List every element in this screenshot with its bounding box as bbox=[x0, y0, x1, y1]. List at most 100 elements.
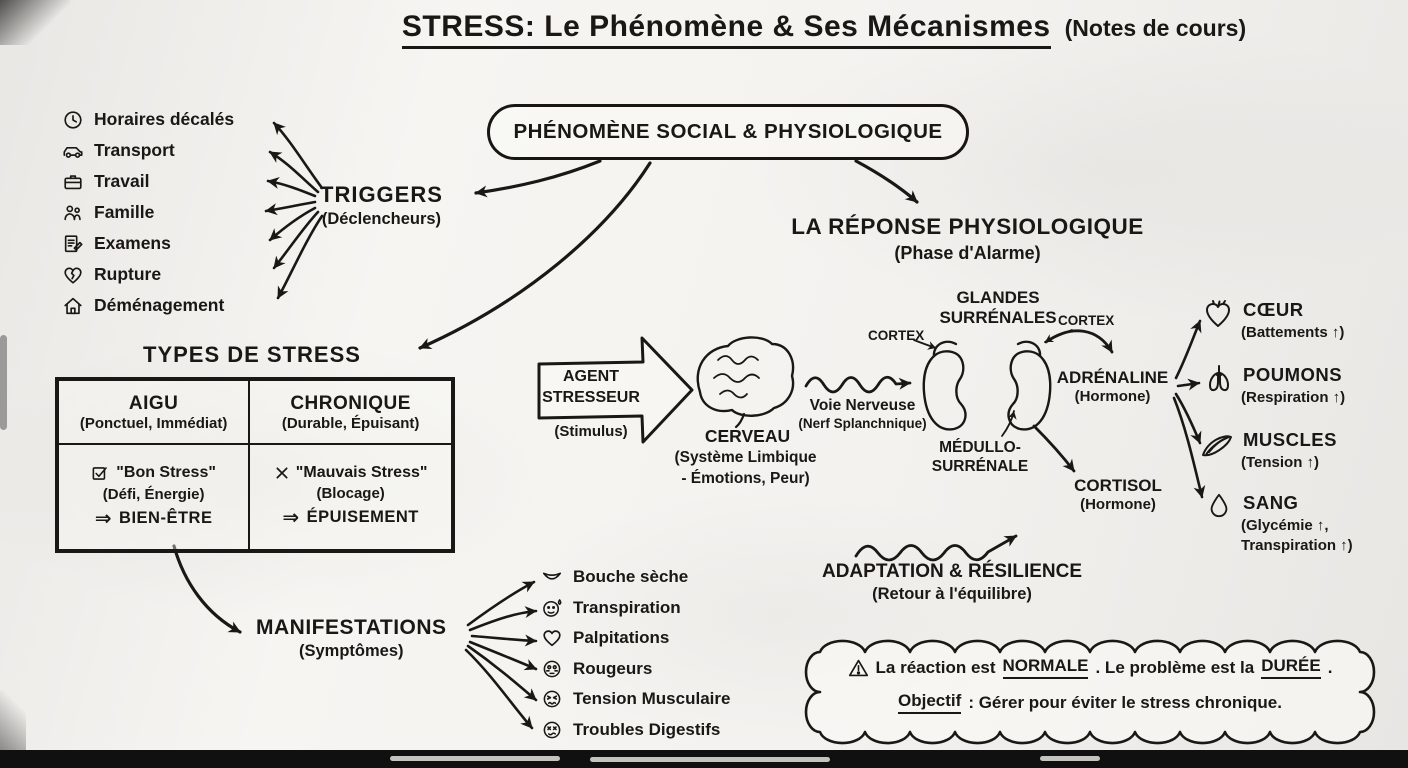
table-header-subtext: (Ponctuel, Immédiat) bbox=[79, 414, 228, 432]
triggers-subtitle: (Déclencheurs) bbox=[321, 210, 442, 228]
tray-marker-segment bbox=[1040, 756, 1100, 761]
list-item: Horaires décalés bbox=[62, 104, 234, 135]
triggers-fan-arrows bbox=[264, 121, 324, 300]
table-header-text: AIGU bbox=[128, 392, 179, 414]
list-item: Palpitations bbox=[541, 627, 730, 649]
flushed-face-icon bbox=[541, 658, 563, 680]
table-header-chronique: CHRONIQUE (Durable, Épuisant) bbox=[249, 380, 452, 444]
heart-icon bbox=[541, 627, 563, 649]
note-text-underlined: Objectif bbox=[898, 691, 962, 714]
nerve-pathway-label: Voie Nerveuse (Nerf Splanchnique) bbox=[795, 397, 930, 431]
response-subtitle: (Phase d'Alarme) bbox=[894, 243, 1041, 263]
brain-subline-1: (Système Limbique bbox=[674, 449, 817, 466]
manifestations-fan-arrows bbox=[464, 580, 538, 730]
agent-stressor-sublabel: (Stimulus) bbox=[554, 423, 628, 440]
page-title-suffix: (Notes de cours) bbox=[1064, 15, 1247, 41]
table-to-manifestations-arrow bbox=[172, 544, 242, 634]
adrenal-glands-drawing bbox=[922, 340, 1052, 431]
broken-heart-icon bbox=[62, 264, 84, 286]
triggers-title: TRIGGERS bbox=[320, 182, 443, 207]
organ-heart-sublabel: (Battements ↑) bbox=[1241, 324, 1345, 341]
table-header-aigu: AIGU (Ponctuel, Immédiat) bbox=[58, 380, 250, 444]
organ-blood-label: SANG bbox=[1243, 492, 1299, 513]
triggers-list: Horaires décalés Transport Travail Famil… bbox=[62, 104, 234, 321]
adaptation-subtitle: (Retour à l'équilibre) bbox=[872, 585, 1032, 603]
edge-smudge-left bbox=[0, 335, 7, 430]
brain-label: CERVEAU bbox=[704, 426, 791, 446]
phenomenon-bubble: PHÉNOMÈNE SOCIAL & PHYSIOLOGIQUE bbox=[487, 104, 969, 160]
brain-subline-2: - Émotions, Peur) bbox=[681, 469, 810, 487]
sweat-face-icon bbox=[541, 597, 563, 619]
heart-organ-icon bbox=[1202, 298, 1234, 330]
phenomenon-bubble-label: PHÉNOMÈNE SOCIAL & PHYSIOLOGIQUE bbox=[513, 120, 943, 143]
warning-icon bbox=[848, 658, 869, 678]
cell-outcome-text: ÉPUISEMENT bbox=[306, 508, 419, 526]
medulla-label: MÉDULLO-SURRÉNALE bbox=[931, 439, 1029, 476]
organ-blood-sublabel: (Glycémie ↑, Transpiration ↑) bbox=[1241, 517, 1353, 554]
cell-main-text: "Mauvais Stress" bbox=[295, 464, 428, 481]
list-item: Famille bbox=[62, 197, 234, 228]
cell-main-text: "Bon Stress" bbox=[116, 464, 216, 481]
list-item: Troubles Digestifs bbox=[541, 719, 730, 741]
nerve-label-main: Voie Nerveuse bbox=[809, 397, 916, 414]
table-header-text: CHRONIQUE bbox=[290, 392, 411, 414]
adrenaline-fan-arrows bbox=[1172, 319, 1206, 499]
adrenal-glands-label: GLANDES SURRÉNALES bbox=[939, 288, 1057, 328]
cell-sub-text: (Défi, Énergie) bbox=[102, 485, 205, 503]
symptoms-list: Bouche sèche Transpiration Palpitations … bbox=[541, 566, 730, 741]
cortex-pointer-arrows bbox=[913, 329, 1073, 350]
adrenaline-label-sub: (Hormone) bbox=[1074, 388, 1151, 405]
list-item: Rupture bbox=[62, 259, 234, 290]
brain-sublabel: (Système Limbique - Émotions, Peur) bbox=[648, 448, 843, 490]
organ-muscles-label: MUSCLES bbox=[1243, 429, 1337, 450]
cortex-right-label: CORTEX bbox=[1058, 313, 1115, 328]
trigger-label: Transport bbox=[94, 140, 175, 160]
adaptation-wave-arrow bbox=[854, 534, 1018, 562]
cortex-left-label: CORTEX bbox=[868, 328, 925, 343]
response-heading: LA RÉPONSE PHYSIOLOGIQUE (Phase d'Alarme… bbox=[790, 214, 1145, 264]
list-item: Bouche sèche bbox=[541, 566, 730, 588]
note-text: : Gérer pour éviter le stress chronique. bbox=[968, 692, 1282, 712]
symptom-label: Bouche sèche bbox=[573, 567, 689, 586]
list-item: Transpiration bbox=[541, 597, 730, 619]
trigger-label: Travail bbox=[94, 171, 150, 191]
muscle-icon bbox=[1200, 429, 1234, 463]
mouth-icon bbox=[541, 566, 563, 588]
note-text: . bbox=[1327, 657, 1333, 677]
symptom-label: Tension Musculaire bbox=[573, 689, 731, 708]
table-cell-bon-stress: "Bon Stress" (Défi, Énergie) ⇒ BIEN-ÊTRE bbox=[58, 444, 250, 550]
list-item: Travail bbox=[62, 166, 234, 197]
cortisol-label-main: CORTISOL bbox=[1074, 476, 1162, 495]
manifestations-subtitle: (Symptômes) bbox=[299, 642, 404, 660]
adaptation-heading: ADAPTATION & RÉSILIENCE (Retour à l'équi… bbox=[812, 561, 1092, 604]
exam-icon bbox=[62, 233, 84, 255]
types-title: TYPES DE STRESS bbox=[143, 342, 361, 367]
dizzy-face-icon bbox=[541, 719, 563, 741]
organ-muscles-sublabel: (Tension ↑) bbox=[1241, 454, 1320, 471]
list-item: Déménagement bbox=[62, 290, 234, 321]
adrenaline-label: ADRÉNALINE (Hormone) bbox=[1050, 368, 1175, 405]
organ-heart-label: CŒUR bbox=[1243, 299, 1304, 320]
adrenaline-label-main: ADRÉNALINE bbox=[1056, 368, 1169, 387]
cortisol-label: CORTISOL (Hormone) bbox=[1062, 476, 1174, 513]
drop-icon bbox=[1206, 492, 1232, 520]
triggers-heading: TRIGGERS (Déclencheurs) bbox=[320, 182, 443, 229]
organ-lungs-sublabel: (Respiration ↑) bbox=[1241, 389, 1346, 406]
response-title: LA RÉPONSE PHYSIOLOGIQUE bbox=[791, 214, 1144, 239]
stress-types-table: AIGU (Ponctuel, Immédiat) CHRONIQUE (Dur… bbox=[55, 377, 455, 553]
list-item: Tension Musculaire bbox=[541, 688, 730, 710]
medulla-pointer-arrow bbox=[1001, 410, 1017, 437]
double-arrow-glyph: ⇒ bbox=[94, 507, 113, 530]
tense-face-icon bbox=[541, 688, 563, 710]
agent-stressor-label: AGENT STRESSEUR bbox=[542, 368, 640, 406]
list-item: Transport bbox=[62, 135, 234, 166]
cell-sub-text: (Blocage) bbox=[316, 485, 385, 502]
trigger-label: Famille bbox=[94, 202, 155, 222]
page-title: STRESS: Le Phénomène & Ses Mécanismes(No… bbox=[240, 10, 1408, 49]
symptom-label: Rougeurs bbox=[573, 658, 653, 678]
table-header-subtext: (Durable, Épuisant) bbox=[281, 414, 420, 432]
lungs-icon bbox=[1202, 362, 1236, 396]
brain-drawing bbox=[696, 336, 795, 429]
trigger-label: Rupture bbox=[94, 264, 162, 284]
trigger-label: Horaires décalés bbox=[94, 109, 235, 129]
